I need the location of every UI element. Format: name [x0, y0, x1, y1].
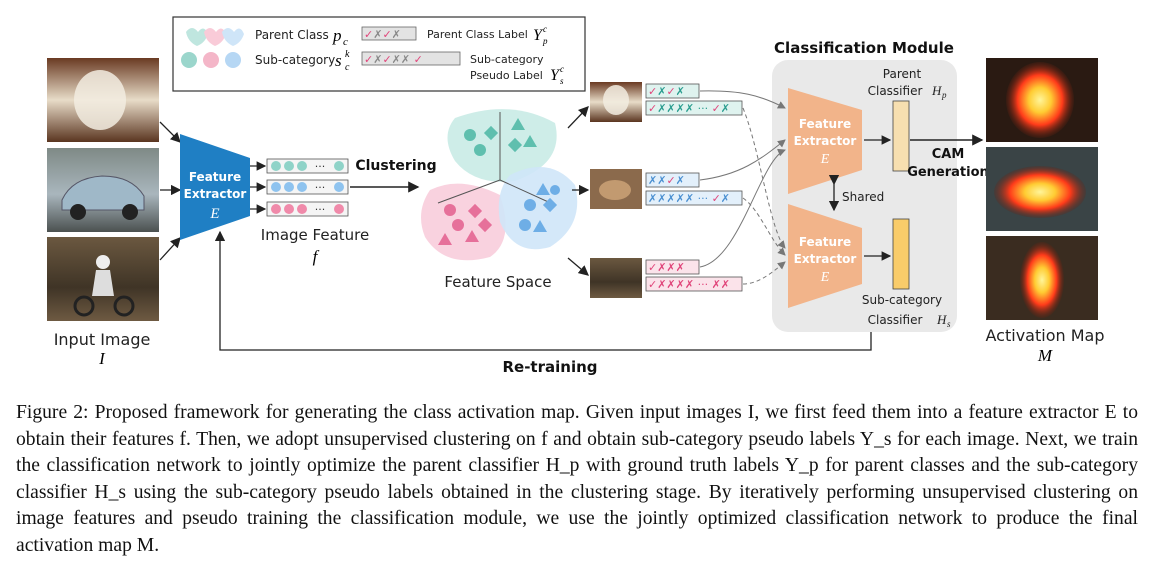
row2-parent-marks: ✗✗✓✗	[648, 174, 685, 187]
legend-pseudo-label-marks: ✓✗✓✗✗ ✓	[364, 53, 423, 66]
image-feature-label: Image Feature	[261, 226, 369, 244]
shared-label: Shared	[842, 190, 884, 204]
parent-classifier-line2: Classifier	[868, 84, 923, 98]
feature-vectors: ··· ··· ···	[250, 158, 349, 217]
parent-classifier-line1: Parent	[883, 67, 922, 81]
pseudo-label-rows: ✓✗✓✗ ✓✗✗✗✗ ··· ✓✗ ✗✗✓✗ ✗✗✗✗✗ ··· ✓✗ ✓✗✗✗…	[590, 82, 743, 298]
extractor-symbol: E	[209, 206, 219, 222]
feature-ellipsis-1: ···	[315, 160, 326, 173]
parent-classifier-sym: H	[931, 83, 942, 98]
legend-pseudo-sup: c	[560, 64, 564, 74]
extractor-top-label-2: Extractor	[794, 134, 857, 148]
legend-pseudo-line1: Sub-category	[470, 53, 544, 66]
cam-label-1: CAM	[932, 147, 965, 162]
feature-extractor	[180, 134, 250, 240]
extractor-bottom-symbol: E	[820, 270, 830, 285]
extractor-label-2: Extractor	[184, 187, 247, 201]
parent-blue-heart-icon	[222, 28, 244, 46]
legend-sub-sym: s	[335, 51, 342, 70]
extractor-top	[788, 88, 862, 194]
cam-label-2: Generation	[907, 165, 989, 180]
subcat-pink-dot	[203, 52, 219, 68]
legend-parent-label-sup: c	[543, 24, 547, 34]
legend-pseudo-sub: s	[560, 76, 564, 86]
extractor-top-symbol: E	[820, 152, 830, 167]
legend-parent-sub: c	[343, 36, 348, 48]
legend-pseudo-sym: Y	[550, 67, 561, 84]
legend-sub-sub: c	[345, 62, 350, 73]
extractor-bottom-label-2: Extractor	[794, 252, 857, 266]
row1-sub-marks: ✓✗✗✗✗ ··· ✓✗	[648, 102, 730, 115]
activation-map-label: Activation Map	[986, 326, 1105, 345]
legend-box: Parent Class p c Sub-category s k c ✓✗✓✗…	[172, 16, 586, 92]
input-images	[47, 58, 159, 321]
feature-space-label: Feature Space	[444, 273, 551, 291]
retraining-arrow	[214, 230, 872, 351]
legend-parent-label-sub: p	[542, 36, 548, 46]
feature-ellipsis-2: ···	[315, 181, 326, 194]
retraining-label: Re-training	[502, 358, 597, 376]
activation-maps	[986, 58, 1098, 320]
extractor-label-1: Feature	[189, 170, 241, 184]
sub-category-classifier	[892, 218, 910, 290]
parent-classifier-sub: p	[941, 90, 947, 100]
parent-pink-heart-icon	[204, 28, 226, 46]
parent-teal-heart-icon	[186, 28, 208, 46]
row3-sub-marks: ✓✗✗✗✗ ··· ✗✗	[648, 278, 730, 291]
legend-pseudo-line2: Pseudo Label	[470, 69, 543, 82]
row1-parent-marks: ✓✗✓✗	[648, 85, 685, 98]
legend-parent-label-marks: ✓✗✓✗	[364, 28, 401, 41]
sub-classifier-sym: H	[936, 312, 947, 327]
row2-sub-marks: ✗✗✗✗✗ ··· ✓✗	[648, 192, 730, 205]
feature-ellipsis-3: ···	[315, 203, 326, 216]
image-feature-symbol: f	[313, 247, 320, 266]
legend-parent-label-sym: Y	[533, 27, 544, 44]
clustering-label: Clustering	[355, 158, 436, 174]
legend-parent-sym: p	[332, 26, 342, 45]
input-image-label: Input Image	[54, 330, 151, 349]
feature-space	[421, 109, 578, 261]
sub-classifier-line2: Classifier	[868, 313, 923, 327]
thumb-motorbike	[590, 258, 642, 298]
subcat-teal-dot	[181, 52, 197, 68]
sub-classifier-sub: s	[947, 319, 951, 329]
row3-parent-marks: ✓✗✗✗	[648, 261, 685, 274]
extractor-bottom-label-1: Feature	[799, 235, 851, 249]
parent-classifier	[892, 100, 910, 172]
legend-sub-category: Sub-category	[255, 53, 335, 67]
legend-sub-sup: k	[345, 49, 350, 60]
sub-classifier-line1: Sub-category	[862, 293, 942, 307]
extractor-top-label-1: Feature	[799, 117, 851, 131]
extractor-bottom	[788, 204, 862, 308]
legend-parent-label: Parent Class Label	[427, 28, 528, 41]
legend-parent-class: Parent Class	[255, 28, 329, 42]
input-image-symbol: I	[98, 349, 106, 368]
activation-map-symbol: M	[1037, 346, 1053, 365]
subcat-blue-dot	[225, 52, 241, 68]
figure-caption: Figure 2: Proposed framework for generat…	[16, 402, 1138, 556]
classification-title: Classification Module	[774, 39, 954, 57]
framework-diagram: Parent Class p c Sub-category s k c ✓✗✓✗…	[47, 16, 1105, 376]
